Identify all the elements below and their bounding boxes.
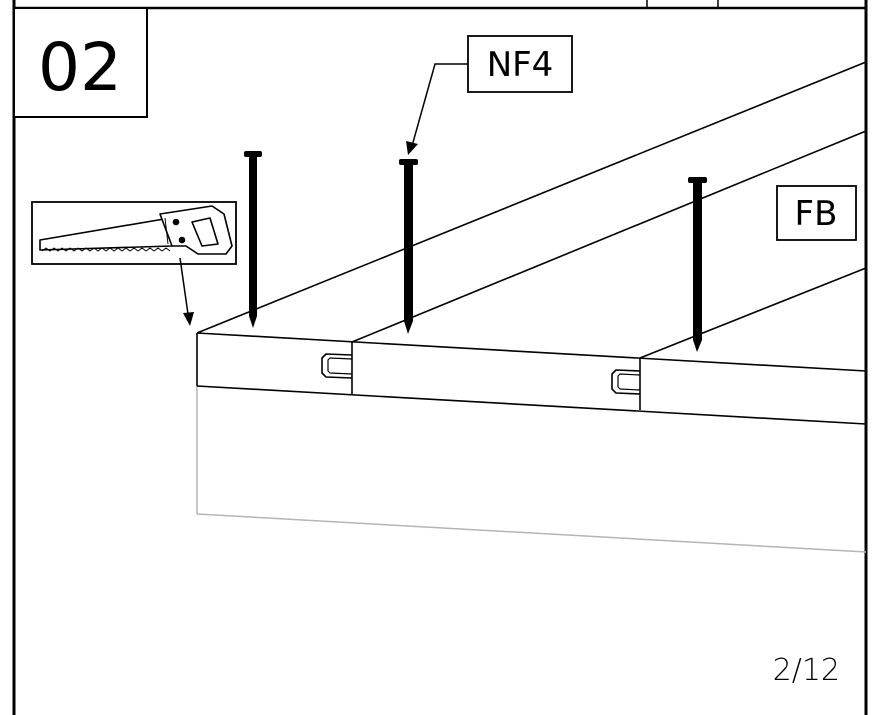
page-number: 2/12 (773, 653, 840, 688)
tongue-groove-profile-1 (321, 353, 353, 379)
board-top-left-edge (196, 61, 867, 334)
tongue-groove-profile-2 (611, 369, 641, 395)
tool-callout (31, 201, 237, 326)
board-front-face-bottom-edge (196, 385, 867, 425)
handsaw-icon (39, 205, 233, 255)
board-front-face-top-edge (196, 332, 867, 372)
page-frame (12, 0, 868, 715)
nail-leader-arrowhead (406, 141, 418, 155)
hidden-frame-outline (196, 386, 867, 553)
board-callout: FB (776, 185, 857, 241)
nail-3 (688, 177, 707, 352)
board-callout-label: FB (795, 194, 838, 234)
tool-leader-arrowhead (183, 312, 194, 326)
nail-callout: NF4 (406, 35, 573, 155)
floor-boards (196, 61, 867, 425)
board-joint-2 (639, 267, 867, 359)
board-joint-1 (351, 130, 867, 343)
nail-1 (244, 151, 262, 328)
nail-callout-label: NF4 (487, 45, 554, 85)
nail-leader-line (411, 63, 468, 147)
nail-2 (399, 159, 418, 334)
step-number-box: 02 (13, 7, 148, 118)
nails (244, 151, 707, 352)
tool-leader-line (179, 257, 189, 315)
step-number: 02 (38, 29, 122, 106)
